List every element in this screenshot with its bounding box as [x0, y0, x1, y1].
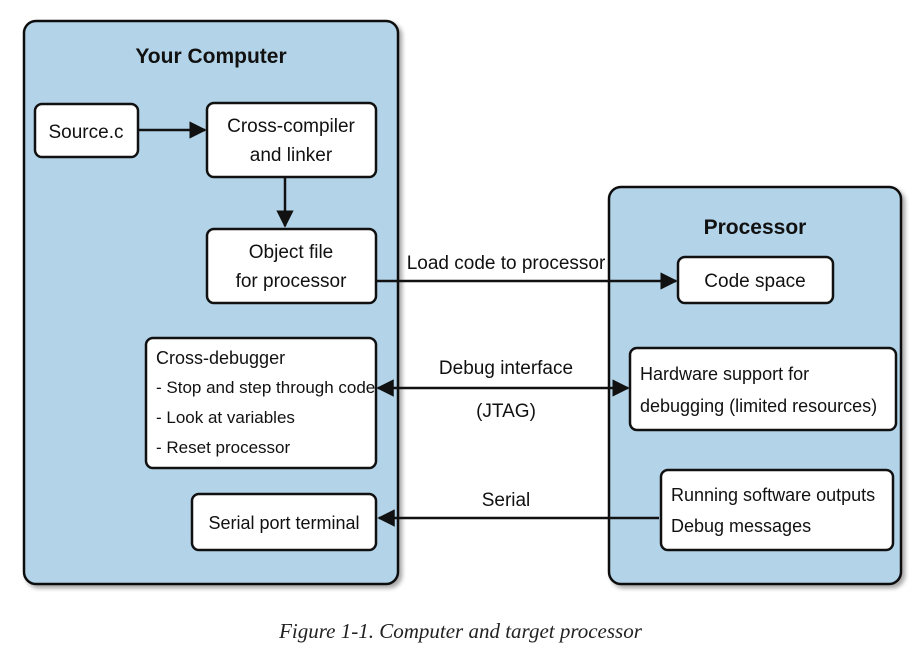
- debugger-item-stop: - Stop and step through code: [156, 378, 375, 397]
- node-hardware-support: Hardware support for debugging (limited …: [628, 346, 898, 432]
- object-line-2: for processor: [236, 271, 348, 292]
- hw-support-line-2: debugging (limited resources): [640, 396, 877, 416]
- arrows: [138, 121, 678, 527]
- load-code-label: Load code to processor: [407, 253, 606, 274]
- object-line-1: Object file: [249, 242, 333, 263]
- processor-panel-title: Processor: [704, 216, 807, 239]
- node-cross-debugger: Cross-debugger - Stop and step through c…: [144, 336, 378, 470]
- node-source: Source.c: [33, 102, 140, 159]
- running-sw-line-1: Running software outputs: [671, 485, 875, 505]
- debugger-title: Cross-debugger: [156, 348, 285, 368]
- node-cross-compiler: Cross-compiler and linker: [205, 101, 378, 179]
- debugger-item-variables: - Look at variables: [156, 408, 295, 427]
- compiler-line-2: and linker: [250, 145, 333, 166]
- node-running-software: Running software outputs Debug messages: [659, 468, 895, 552]
- figure-caption: Figure 1-1. Computer and target processo…: [279, 619, 642, 643]
- node-serial-port-terminal: Serial port terminal: [190, 492, 378, 552]
- node-code-space: Code space: [676, 255, 835, 305]
- diagram-canvas: Your Computer Processor Load code to pro…: [22, 19, 903, 586]
- debugger-item-reset: - Reset processor: [156, 438, 290, 457]
- source-label: Source.c: [49, 122, 124, 143]
- debug-interface-label: Debug interface: [439, 358, 573, 379]
- compiler-line-1: Cross-compiler: [227, 116, 355, 137]
- node-object-file: Object file for processor: [205, 227, 378, 305]
- serial-label: Serial: [482, 490, 531, 511]
- running-sw-line-2: Debug messages: [671, 516, 811, 536]
- code-space-label: Code space: [704, 271, 805, 292]
- computer-panel-title: Your Computer: [135, 45, 286, 68]
- hw-support-line-1: Hardware support for: [640, 364, 809, 384]
- serial-terminal-label: Serial port terminal: [208, 513, 359, 533]
- jtag-label: (JTAG): [476, 401, 536, 422]
